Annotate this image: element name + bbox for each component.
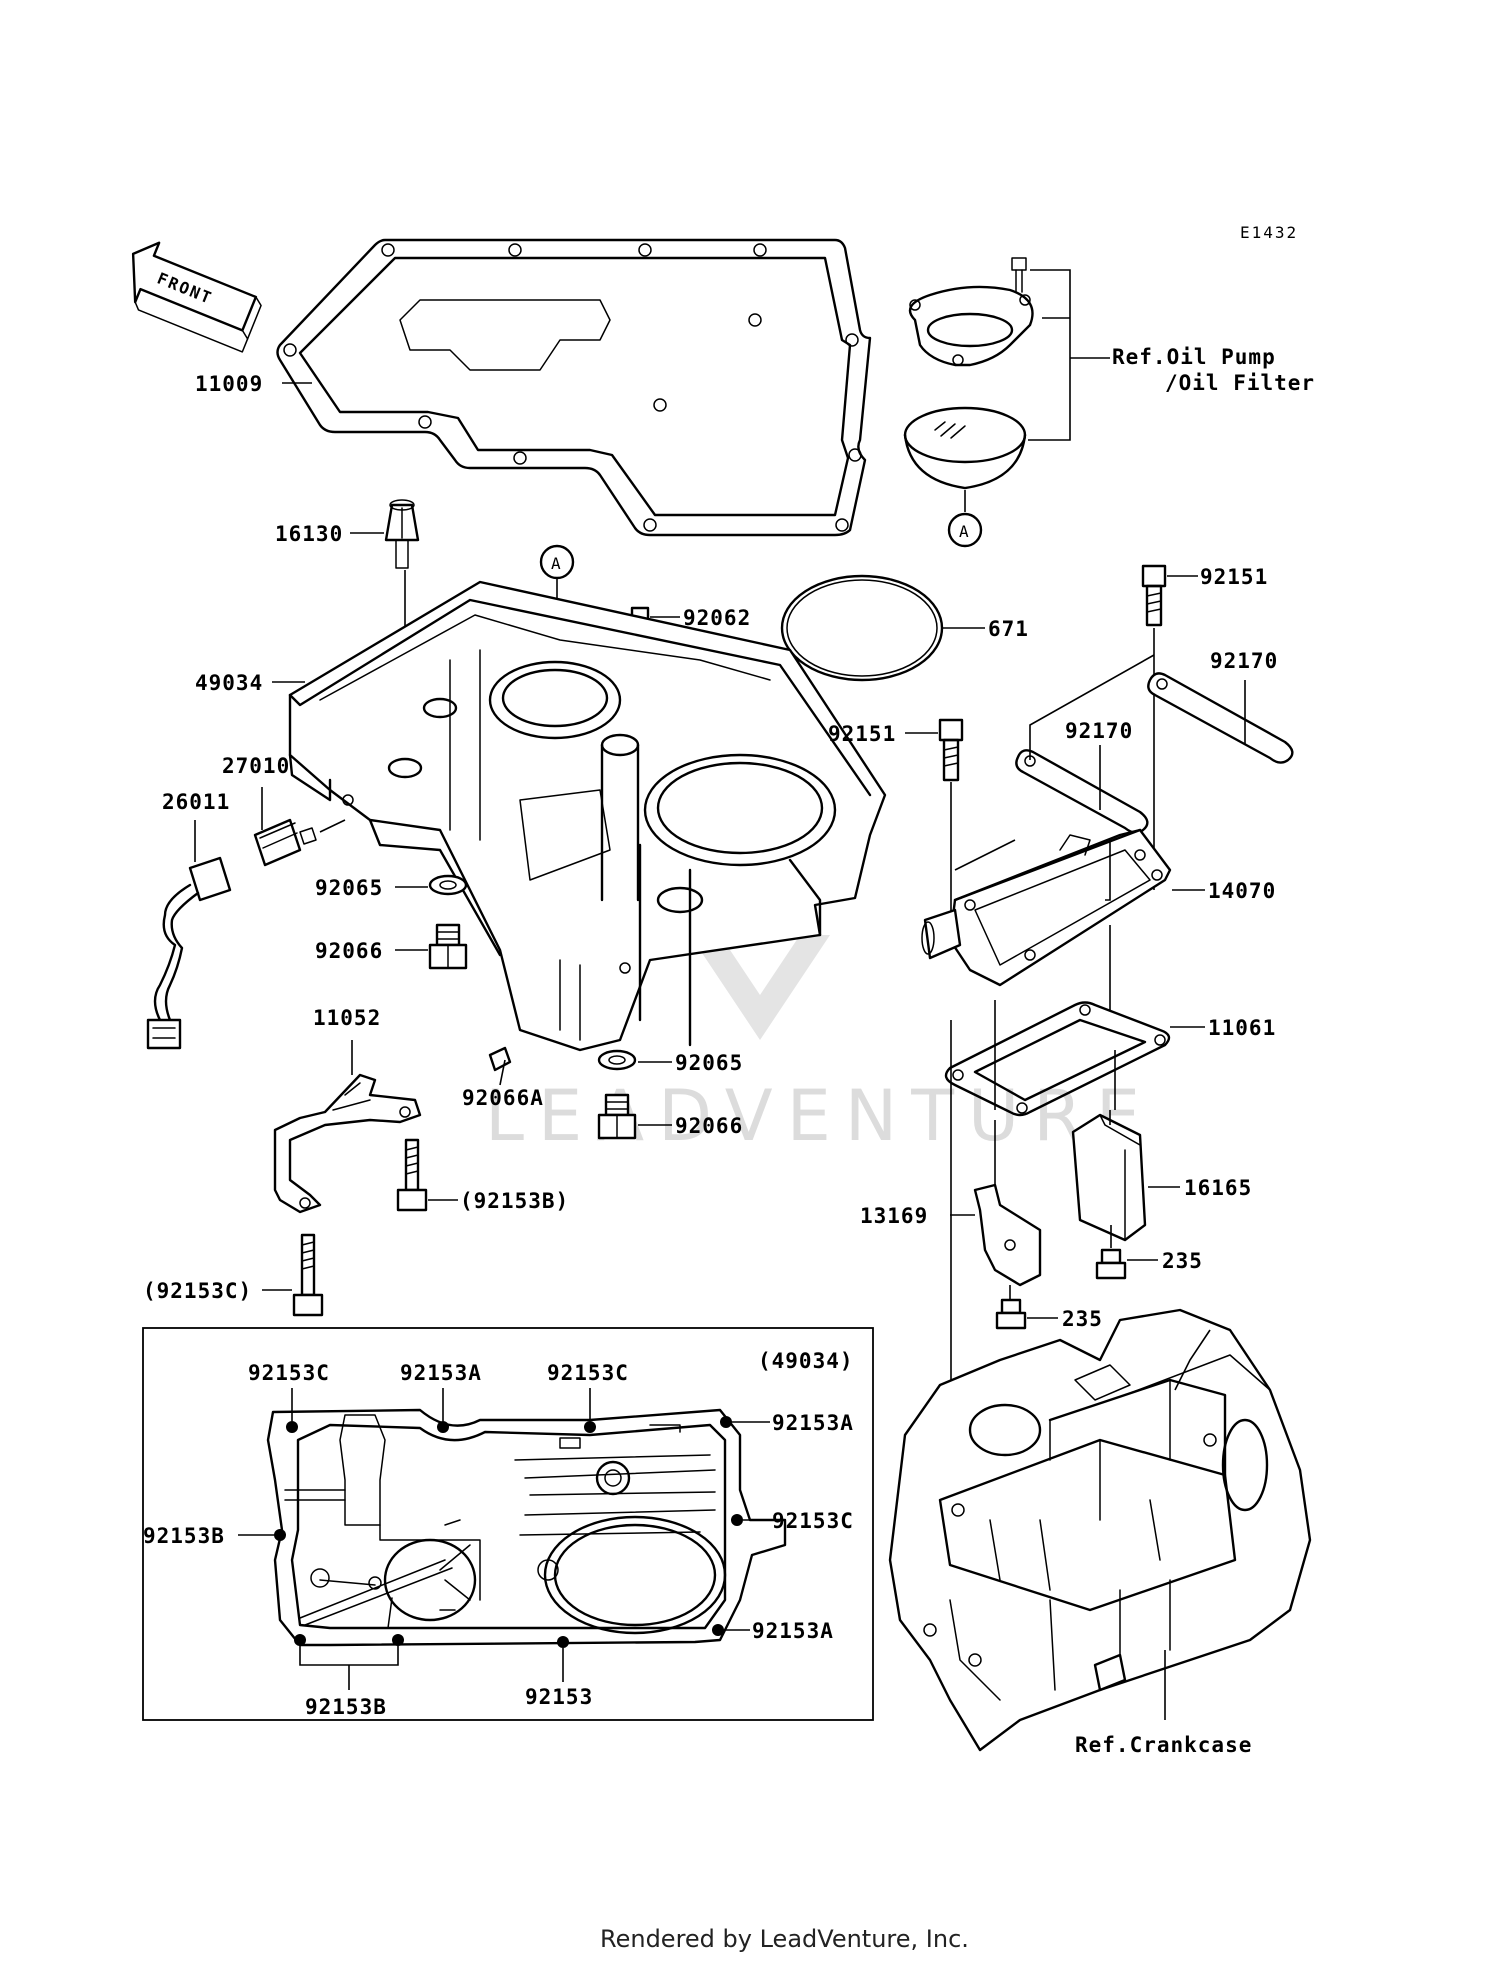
strap-92170-left bbox=[1015, 749, 1149, 834]
label-inset-92153C-3: 92153C bbox=[772, 1509, 854, 1533]
oil-strainer bbox=[903, 406, 1027, 490]
bracket-11052 bbox=[273, 1073, 422, 1214]
bolt-hole-92153C-2 bbox=[584, 1421, 596, 1433]
plug-92066A bbox=[488, 1046, 512, 1072]
oil-filter-cover bbox=[908, 257, 1034, 367]
valve-16165 bbox=[1071, 1113, 1147, 1242]
bracket-13169 bbox=[973, 1183, 1042, 1287]
inset-box bbox=[142, 1327, 874, 1721]
label-26011: 26011 bbox=[162, 790, 230, 814]
watermark-text: LEADVENTURE bbox=[485, 1075, 1154, 1157]
inset-oil-pan-bottom bbox=[266, 1408, 787, 1647]
label-inset-92153C-2: 92153C bbox=[547, 1361, 629, 1385]
label-inset-92153C-1: 92153C bbox=[248, 1361, 330, 1385]
bolt-hole-92153A-3 bbox=[712, 1624, 724, 1636]
front-arrow-icon: FRONT bbox=[131, 241, 262, 353]
label-235-right: 235 bbox=[1162, 1249, 1203, 1273]
drain-bolt-92066-right bbox=[597, 1093, 637, 1140]
label-16130: 16130 bbox=[275, 522, 343, 546]
label-ref-oil-pump: Ref.Oil Pump bbox=[1112, 345, 1276, 369]
strap-92170-right bbox=[1147, 672, 1294, 764]
label-ref-crankcase: Ref.Crankcase bbox=[1075, 1733, 1252, 1757]
diagram-code: E1432 bbox=[1240, 223, 1298, 242]
switch-27010 bbox=[253, 818, 317, 867]
oil-pan-gasket bbox=[276, 238, 872, 537]
label-92062: 92062 bbox=[683, 606, 751, 630]
callout-a-right-text: A bbox=[959, 522, 971, 541]
screw-235-right bbox=[1100, 1248, 1122, 1265]
label-49034: 49034 bbox=[195, 671, 263, 695]
harness-26011 bbox=[146, 856, 232, 1050]
label-inset-92153A-2: 92153A bbox=[772, 1411, 854, 1435]
cooler-gasket-11061 bbox=[944, 1001, 1171, 1117]
callout-a-right bbox=[947, 512, 983, 548]
bolt-hole-92153 bbox=[557, 1636, 569, 1648]
label-92066A: 92066A bbox=[462, 1086, 544, 1110]
bolt-92151-top bbox=[1141, 564, 1167, 627]
label-92065-left: 92065 bbox=[315, 876, 383, 900]
label-92066-right: 92066 bbox=[675, 1114, 743, 1138]
bolt-92153C-loose bbox=[292, 1233, 324, 1317]
bolt-hole-92153C-3 bbox=[731, 1514, 743, 1526]
label-92153B-paren: (92153B) bbox=[460, 1189, 569, 1213]
label-27010: 27010 bbox=[222, 754, 290, 778]
washer-92065-right bbox=[597, 1049, 637, 1071]
label-inset-92153A-1: 92153A bbox=[400, 1361, 482, 1385]
callout-a-left-text: A bbox=[551, 554, 563, 573]
label-13169: 13169 bbox=[860, 1204, 928, 1228]
watermark: LEADVENTURE bbox=[485, 935, 1154, 1157]
label-92170-left: 92170 bbox=[1065, 719, 1133, 743]
bolt-hole-92153A-1 bbox=[437, 1421, 449, 1433]
bolt-hole-92153B-1 bbox=[274, 1529, 286, 1541]
oil-pan-49034 bbox=[288, 580, 887, 1052]
label-11061: 11061 bbox=[1208, 1016, 1276, 1040]
footer-credit: Rendered by LeadVenture, Inc. bbox=[600, 1925, 969, 1953]
bolt-92153B-loose bbox=[396, 1138, 428, 1212]
label-92170-right: 92170 bbox=[1210, 649, 1278, 673]
label-16165: 16165 bbox=[1184, 1176, 1252, 1200]
label-inset-92153: 92153 bbox=[525, 1685, 593, 1709]
bolt-hole-92153B-2a bbox=[294, 1634, 306, 1646]
label-ref-oil-filter: /Oil Filter bbox=[1165, 371, 1315, 395]
screw-235-left bbox=[1000, 1298, 1022, 1315]
bolt-hole-92153A-2 bbox=[720, 1416, 732, 1428]
label-11052: 11052 bbox=[313, 1006, 381, 1030]
label-92151-top: 92151 bbox=[1200, 565, 1268, 589]
crankcase-ref bbox=[888, 1308, 1312, 1752]
bolt-92151-mid bbox=[938, 718, 964, 782]
label-235-left: 235 bbox=[1062, 1307, 1103, 1331]
label-inset-92153B-2: 92153B bbox=[305, 1695, 387, 1719]
inset-title: (49034) bbox=[758, 1349, 854, 1373]
label-671: 671 bbox=[988, 617, 1029, 641]
washer-92065-left bbox=[428, 874, 468, 896]
fitting-16130 bbox=[384, 499, 420, 569]
bolt-hole-92153B-2b bbox=[392, 1634, 404, 1646]
label-11009: 11009 bbox=[195, 372, 263, 396]
label-inset-92153A-3: 92153A bbox=[752, 1619, 834, 1643]
drain-bolt-92066-left bbox=[428, 923, 468, 970]
o-ring-671 bbox=[780, 574, 944, 682]
label-92153C-paren: (92153C) bbox=[143, 1279, 252, 1303]
bolt-hole-92153C-1 bbox=[286, 1421, 298, 1433]
cooler-14070 bbox=[921, 828, 1172, 987]
label-92066-left: 92066 bbox=[315, 939, 383, 963]
label-inset-92153B-1: 92153B bbox=[143, 1524, 225, 1548]
label-92151-mid: 92151 bbox=[828, 722, 896, 746]
label-14070: 14070 bbox=[1208, 879, 1276, 903]
label-92065-right: 92065 bbox=[675, 1051, 743, 1075]
